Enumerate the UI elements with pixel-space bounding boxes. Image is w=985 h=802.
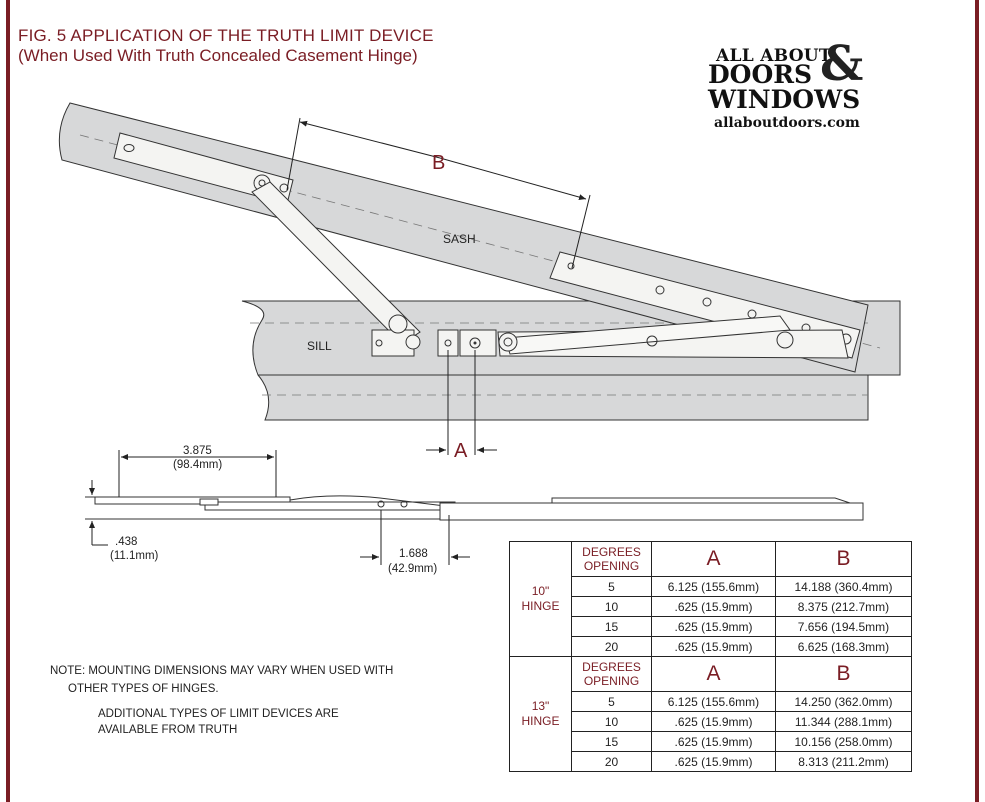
dimension-a-label: A [454, 440, 468, 462]
dimension-1688-value: 1.688 [399, 548, 428, 560]
b-cell: 8.375 (212.7mm) [775, 596, 912, 617]
degrees-cell: 20 [571, 636, 652, 657]
degrees-cell: 10 [571, 711, 652, 732]
a-cell: .625 (15.9mm) [651, 616, 776, 637]
table-header-row: 13" HINGE DEGREES OPENING A B [509, 656, 912, 772]
column-b-header: B [775, 656, 912, 692]
dimension-a [426, 350, 497, 455]
dimension-b [286, 117, 591, 269]
hinge-label: HINGE [521, 714, 560, 728]
a-cell: .625 (15.9mm) [651, 596, 776, 617]
a-cell: .625 (15.9mm) [651, 636, 776, 657]
column-a-header: A [651, 656, 776, 692]
sill-track [371, 314, 849, 359]
dimension-b-label: B [432, 152, 445, 174]
degrees-cell: 5 [571, 691, 652, 712]
logo-line-1: ALL ABOUT [716, 46, 832, 66]
degrees-cell: 20 [571, 751, 652, 772]
b-cell: 8.313 (211.2mm) [775, 751, 912, 772]
sill-label: SILL [307, 339, 332, 353]
degrees-header: DEGREES OPENING [571, 656, 652, 692]
table-row: 15 .625 (15.9mm) 7.656 (194.5mm) [510, 616, 912, 637]
limit-link-arm [251, 181, 421, 345]
dimension-table: 10" HINGE DEGREES OPENING A B 5 6.125 (1… [509, 541, 912, 772]
degrees-cell: 5 [571, 576, 652, 597]
hinge-label: HINGE [521, 599, 560, 613]
b-cell: 11.344 (288.1mm) [775, 711, 912, 732]
note-line-3: ADDITIONAL TYPES OF LIMIT DEVICES ARE [98, 708, 339, 720]
b-cell: 10.156 (258.0mm) [775, 731, 912, 752]
figure-subtitle: (When Used With Truth Concealed Casement… [18, 46, 418, 65]
degrees-header-line-1: DEGREES [582, 660, 641, 674]
hinge-cell: 10" HINGE [509, 541, 572, 657]
column-b-header: B [775, 541, 912, 577]
note-line-4: AVAILABLE FROM TRUTH [98, 724, 238, 736]
logo-ampersand: & [820, 36, 864, 92]
note-line-1: NOTE: MOUNTING DIMENSIONS MAY VARY WHEN … [50, 665, 394, 677]
hinge-size: 10" [531, 584, 550, 598]
table-row: 20 .625 (15.9mm) 8.313 (211.2mm) [510, 751, 912, 772]
dimension-1688-metric: (42.9mm) [388, 563, 437, 575]
table-row: 5 6.125 (155.6mm) 14.250 (362.0mm) [510, 691, 912, 712]
table-row: 10 .625 (15.9mm) 8.375 (212.7mm) [510, 596, 912, 617]
degrees-header-line-1: DEGREES [582, 545, 641, 559]
figure-title: FIG. 5 APPLICATION OF THE TRUTH LIMIT DE… [18, 26, 434, 45]
column-a-header: A [651, 541, 776, 577]
b-cell: 14.188 (360.4mm) [775, 576, 912, 597]
degrees-header-line-2: OPENING [583, 674, 640, 688]
logo-line-3: WINDOWS [708, 85, 861, 114]
a-cell: 6.125 (155.6mm) [651, 576, 776, 597]
right-border-rule [975, 0, 979, 802]
hinge-cell: 13" HINGE [509, 656, 572, 772]
dimension-3875-value: 3.875 [183, 445, 212, 457]
a-cell: 6.125 (155.6mm) [651, 691, 776, 712]
degrees-cell: 10 [571, 596, 652, 617]
degrees-cell: 15 [571, 616, 652, 637]
logo-url: allaboutdoors.com [714, 115, 860, 131]
dimension-3875 [118, 450, 277, 497]
dimension-1688 [360, 510, 470, 565]
b-cell: 6.625 (168.3mm) [775, 636, 912, 657]
sash-label: SASH [443, 232, 476, 246]
left-border-rule [6, 0, 10, 802]
degrees-header-line-2: OPENING [583, 559, 640, 573]
table-row: 5 6.125 (155.6mm) 14.188 (360.4mm) [510, 576, 912, 597]
a-cell: .625 (15.9mm) [651, 751, 776, 772]
b-cell: 14.250 (362.0mm) [775, 691, 912, 712]
degrees-header: DEGREES OPENING [571, 541, 652, 577]
a-cell: .625 (15.9mm) [651, 711, 776, 732]
dimension-438-value: .438 [115, 536, 137, 548]
b-cell: 7.656 (194.5mm) [775, 616, 912, 637]
a-cell: .625 (15.9mm) [651, 731, 776, 752]
side-elevation [85, 495, 864, 521]
logo-line-2: DOORS [708, 60, 813, 89]
table-row: 10 .625 (15.9mm) 11.344 (288.1mm) [510, 711, 912, 732]
hinge-size: 13" [531, 699, 550, 713]
dimension-3875-metric: (98.4mm) [173, 459, 222, 471]
dimension-438-metric: (11.1mm) [110, 550, 159, 562]
dimension-438 [89, 480, 108, 546]
table-row: 20 .625 (15.9mm) 6.625 (168.3mm) [510, 636, 912, 657]
note-line-2: OTHER TYPES OF HINGES. [68, 683, 219, 695]
table-header-row: 10" HINGE DEGREES OPENING A B [509, 541, 912, 657]
degrees-cell: 15 [571, 731, 652, 752]
